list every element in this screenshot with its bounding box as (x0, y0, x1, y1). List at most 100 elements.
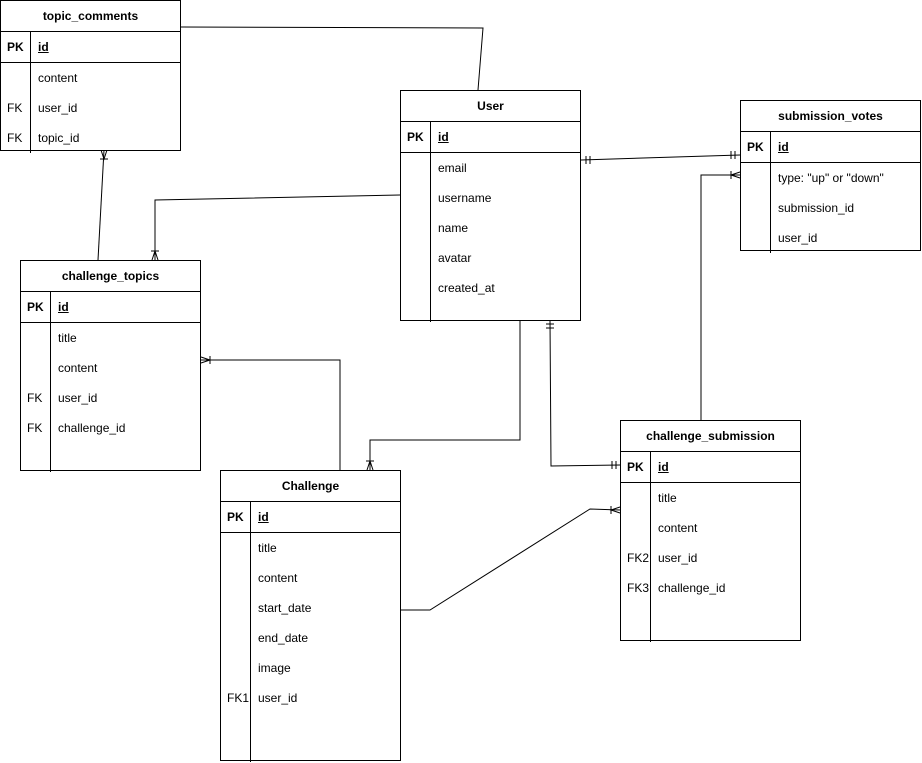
attribute-name: user_id (658, 551, 698, 565)
attribute-key (221, 623, 250, 653)
entity-topic-comments[interactable]: topic_comments PK id FK FK content user_id… (0, 0, 181, 153)
pk-name: id (438, 130, 449, 144)
bar-user-right (585, 156, 591, 164)
attribute-key (401, 153, 430, 183)
entity-title: challenge_topics (21, 261, 200, 292)
attribute-key: FK3 (627, 581, 650, 595)
attribute-key: FK (27, 421, 43, 435)
rel-user-challenge (369, 320, 521, 470)
entity-user[interactable]: User PK id email username name avatar create… (400, 90, 581, 322)
pk-label: PK (401, 122, 431, 152)
attribute-name: user_id (38, 101, 78, 115)
attribute-name: image (258, 661, 291, 675)
pk-name: id (58, 300, 69, 314)
attribute-name: email (438, 161, 467, 175)
attribute-name: content (258, 571, 298, 585)
key-column (401, 153, 431, 322)
attribute-name: content (38, 71, 78, 85)
attribute-key (401, 183, 430, 213)
attribute-name: user_id (58, 391, 98, 405)
primary-key-row: PK id (221, 502, 400, 533)
attribute-key (401, 213, 430, 243)
attribute-key: FK (7, 101, 23, 115)
attribute-list: FK FK content user_id topic_id (1, 63, 180, 153)
pk-label: PK (221, 502, 251, 532)
attribute-name: title (58, 331, 77, 345)
attribute-key (401, 243, 430, 273)
attribute-name: username (438, 191, 492, 205)
attribute-name: type: "up" or "down" (778, 171, 884, 185)
attribute-key (21, 353, 50, 383)
attribute-name: avatar (438, 251, 472, 265)
entity-title: challenge_submission (621, 421, 800, 452)
attribute-key (221, 563, 250, 593)
primary-key-row: PK id (21, 292, 200, 323)
pk-label: PK (21, 292, 51, 322)
pk-label: PK (621, 452, 651, 482)
bar-user-bottom (546, 323, 554, 329)
attribute-key (621, 513, 650, 543)
crowfoot-challenge-topics-right (200, 356, 212, 364)
attribute-name: topic_id (38, 131, 80, 145)
primary-key-row: PK id (1, 32, 180, 63)
entity-title: topic_comments (1, 1, 180, 32)
rel-challenge-topics (201, 359, 341, 470)
entity-title: submission_votes (741, 101, 920, 132)
pk-name: id (258, 510, 269, 524)
rel-user-submission-votes (580, 154, 741, 161)
attribute-key (621, 483, 650, 513)
attribute-key: FK2 (627, 551, 650, 565)
rel-user-challenge-topics (154, 194, 401, 260)
attribute-name: submission_id (778, 201, 855, 215)
attribute-key: FK (7, 131, 23, 145)
attribute-name: challenge_id (58, 421, 126, 435)
attribute-name: name (438, 221, 469, 235)
attribute-key (1, 63, 30, 93)
attribute-name: title (258, 541, 277, 555)
rel-topics-comments (97, 149, 105, 261)
crowfoot-challenge-top (366, 459, 374, 471)
entity-title: User (401, 91, 580, 122)
attribute-name: challenge_id (658, 581, 726, 595)
pk-label: PK (741, 132, 771, 162)
entity-submission-votes[interactable]: submission_votes PK id type: "up" or "do… (740, 100, 921, 253)
attribute-key (221, 653, 250, 683)
crowfoot-topic-comments-bottom (100, 149, 108, 161)
attribute-key (21, 323, 50, 353)
attribute-key (741, 193, 770, 223)
rel-user-submission (549, 319, 621, 467)
rel-submission-votes (700, 174, 740, 420)
primary-key-row: PK id (741, 132, 920, 163)
attribute-name: user_id (258, 691, 298, 705)
attribute-name: start_date (258, 601, 312, 615)
attribute-key (221, 533, 250, 563)
attribute-key (741, 163, 770, 193)
rel-user-topic-comments (180, 26, 484, 91)
primary-key-row: PK id (621, 452, 800, 483)
attribute-name: content (658, 521, 698, 535)
crowfoot-votes-left (729, 171, 741, 179)
pk-label: PK (1, 32, 31, 62)
name-column: email username name avatar created_at (431, 153, 580, 322)
key-column (741, 163, 771, 253)
name-column: content user_id topic_id (31, 63, 180, 153)
attribute-key (401, 273, 430, 303)
attribute-name: created_at (438, 281, 495, 295)
crowfoot-submission-left (609, 506, 621, 514)
crowfoot-challenge-topics-top (151, 249, 159, 261)
primary-key-row: PK id (401, 122, 580, 153)
bar-votes-left (730, 151, 736, 159)
